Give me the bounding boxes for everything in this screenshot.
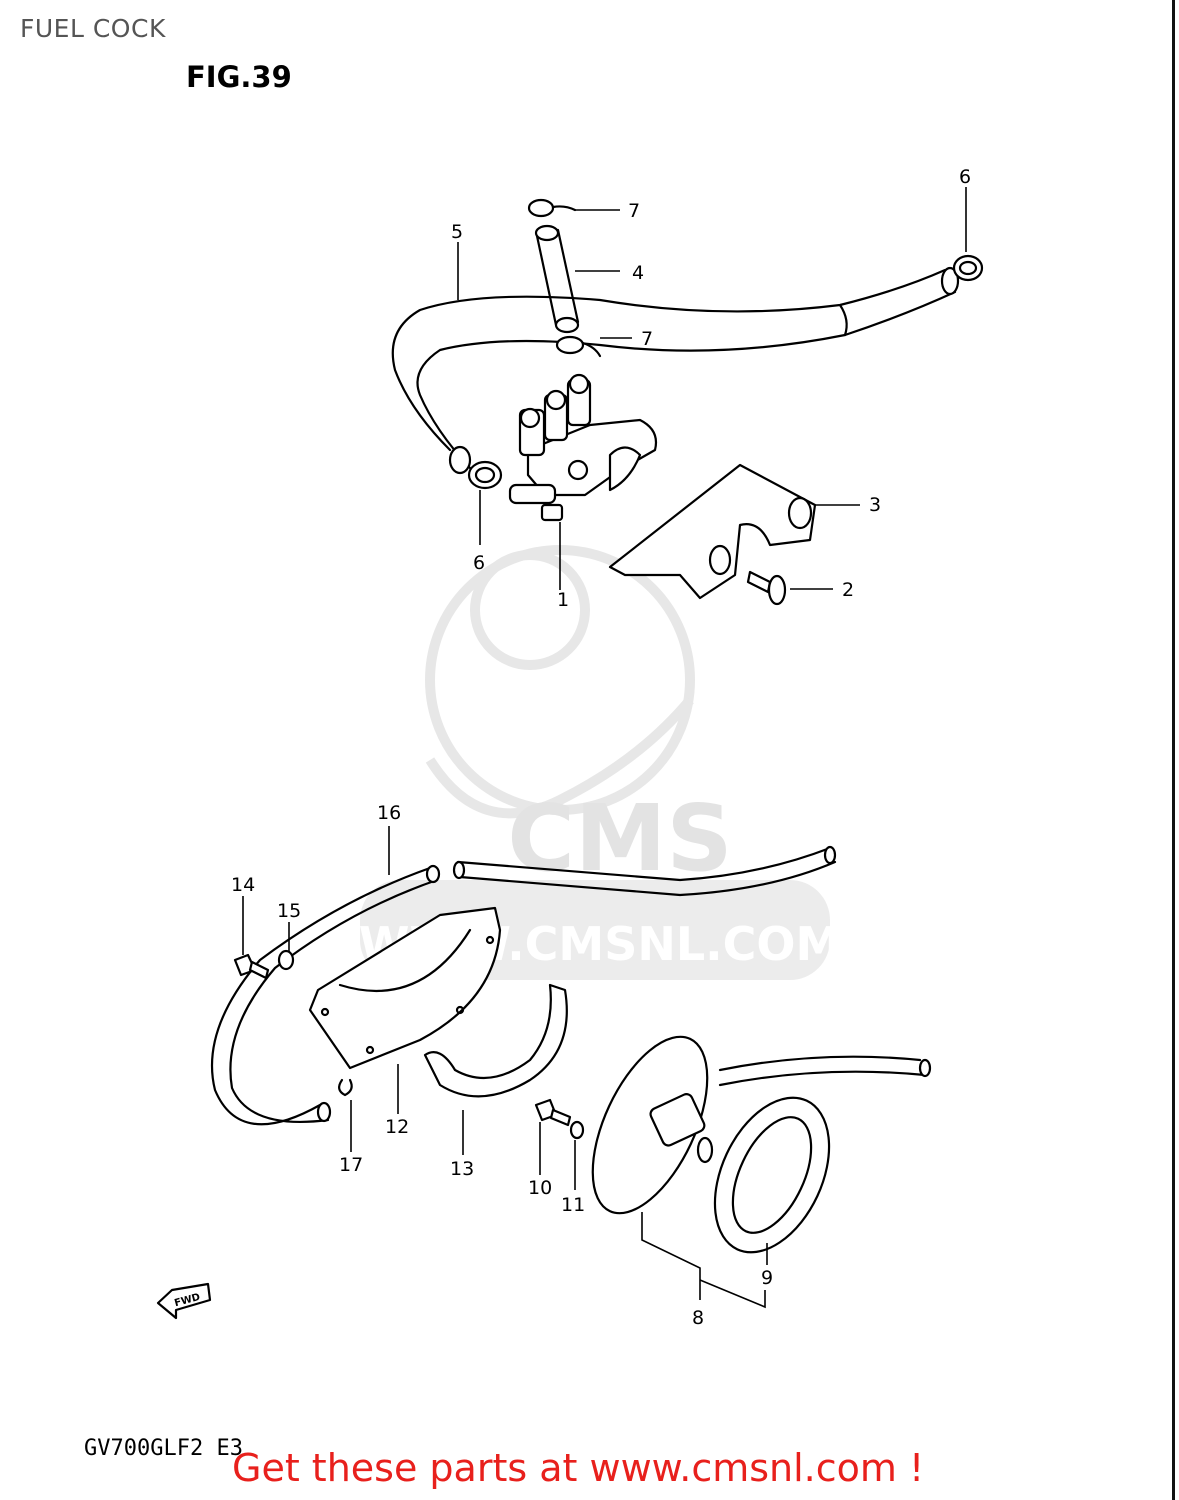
forward-direction-marker: FWD (156, 1282, 212, 1320)
callout-7-bottom: 7 (641, 328, 653, 350)
callout-8: 8 (692, 1307, 704, 1329)
fuel-cock-1 (508, 373, 658, 522)
callout-3: 3 (869, 494, 881, 516)
callout-4: 4 (632, 262, 644, 284)
callout-numbers: 1 2 3 4 5 6 6 7 7 8 9 10 11 12 13 14 15 … (231, 166, 971, 1329)
callout-10: 10 (528, 1177, 552, 1199)
gasket-9 (713, 1096, 831, 1254)
callout-14: 14 (231, 874, 255, 896)
callout-12: 12 (385, 1116, 409, 1138)
callout-2: 2 (842, 579, 854, 601)
bolt-14 (233, 953, 270, 980)
clip-17 (338, 1078, 353, 1097)
footer-cta-link[interactable]: Get these parts at www.cmsnl.com ! (232, 1446, 925, 1490)
hose-clip-7-bottom (555, 335, 602, 358)
callout-9: 9 (761, 1267, 773, 1289)
callout-1: 1 (557, 589, 569, 611)
callout-5: 5 (451, 221, 463, 243)
hose-clamp-6-left (467, 460, 503, 490)
figure-number: FIG.39 (186, 60, 292, 94)
washer-15 (277, 949, 295, 971)
callout-15: 15 (277, 900, 301, 922)
washer-11 (569, 1120, 585, 1140)
leader-lines (242, 187, 967, 1309)
cover-12 (308, 906, 502, 1070)
callout-6-left: 6 (473, 552, 485, 574)
callout-16: 16 (377, 802, 401, 824)
bracket-3 (608, 463, 817, 600)
page-title: FUEL COCK (20, 14, 166, 43)
fuel-hose-4 (534, 224, 580, 334)
callout-7-top: 7 (628, 200, 640, 222)
hose-clip-7-top (527, 198, 577, 218)
model-code: GV700GLF2 E3 (84, 1436, 243, 1461)
callout-13: 13 (450, 1158, 474, 1180)
callout-11: 11 (561, 1194, 585, 1216)
fuel-hose-16 (210, 845, 837, 1126)
bracket-13 (423, 983, 568, 1098)
callout-17: 17 (339, 1154, 363, 1176)
bolt-10 (534, 1098, 572, 1127)
callout-6-right: 6 (959, 166, 971, 188)
watermark: CMS WWW.CMSNL.COM (359, 545, 841, 980)
fuel-level-gauge-8 (591, 1035, 932, 1215)
page-edge-line (1172, 0, 1175, 1500)
hose-clamp-6-right (952, 254, 984, 282)
screw-2 (746, 570, 787, 606)
fuel-hose-5 (391, 266, 960, 475)
